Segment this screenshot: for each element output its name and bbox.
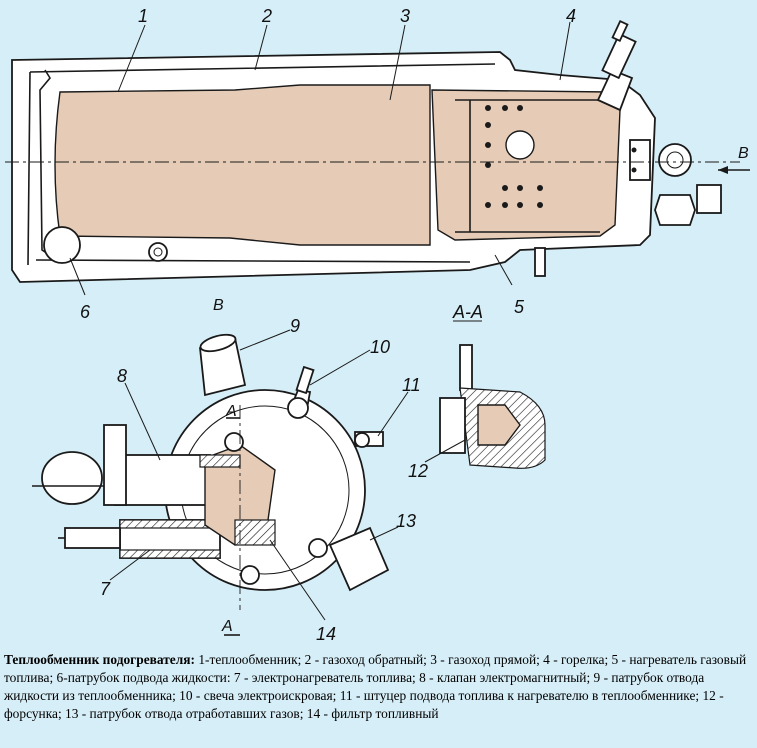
label-view-b-top: В [213, 297, 224, 314]
burner-holes [485, 105, 543, 208]
label-1: 1 [138, 6, 148, 26]
burner-chamber [431, 89, 621, 241]
right-fittings [629, 139, 722, 226]
nozzle-12 [477, 404, 521, 446]
caption-title: Теплообменник подогревателя: [4, 652, 195, 667]
label-14: 14 [316, 624, 336, 644]
label-12: 12 [408, 461, 428, 481]
label-9: 9 [290, 316, 300, 336]
figure-caption: Теплообменник подогревателя: 1-теплообме… [4, 651, 754, 723]
label-10: 10 [370, 337, 390, 357]
fuel-heater-7 [58, 519, 221, 559]
label-7: 7 [100, 579, 111, 599]
label-8: 8 [117, 366, 127, 386]
section-a-a [424, 344, 546, 469]
spark-plug-top [596, 19, 637, 112]
label-4: 4 [566, 6, 576, 26]
caption-text: 1-теплообменник; 2 - газоход обратный; 3… [4, 652, 747, 721]
label-13: 13 [396, 511, 416, 531]
label-3: 3 [400, 6, 410, 26]
straight-gas-duct [54, 84, 431, 246]
spark-plug-10 [287, 365, 315, 419]
longitudinal-section [5, 19, 750, 296]
label-arrow-b-right: В [738, 145, 749, 162]
exhaust-pipe-13 [328, 526, 390, 592]
label-5: 5 [514, 297, 525, 317]
label-2: 2 [261, 6, 272, 26]
front-view [32, 329, 409, 636]
label-section-aa: А-А [452, 302, 483, 322]
label-cut-a-top: А [225, 403, 237, 420]
label-11: 11 [402, 375, 421, 395]
solenoid-valve-8 [32, 424, 211, 506]
heat-exchanger-drawing: 1 2 3 4 5 6 7 8 9 10 11 12 13 14 В В А-А… [5, 6, 750, 644]
inlet-pipe-6 [43, 226, 81, 264]
label-6: 6 [80, 302, 91, 322]
label-cut-a-bottom: А [221, 618, 233, 635]
